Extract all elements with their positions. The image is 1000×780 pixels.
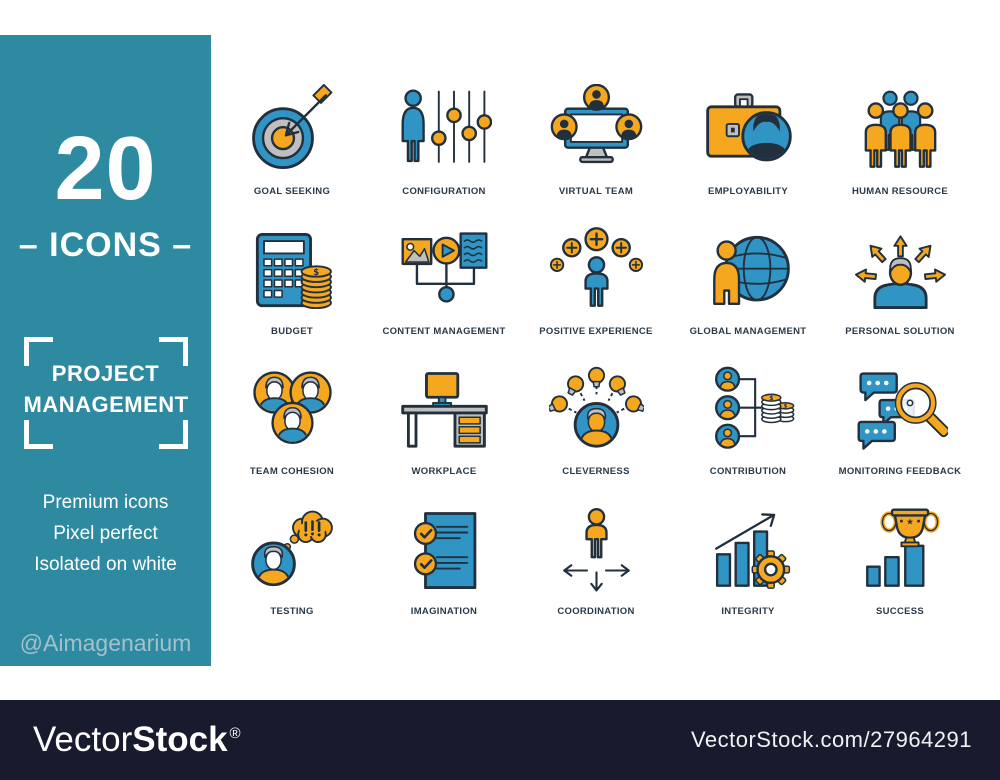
contribution-icon: $ $ [714, 366, 794, 449]
vectorstock-logo: VectorStock® [33, 720, 241, 760]
sidebar-panel: 20 – ICONS – PROJECT MANAGEMENT Premium … [0, 35, 211, 666]
icon-cell-virtual-team: VIRTUAL TEAM [520, 60, 672, 200]
icon-cell-budget: $ BUDGET [216, 200, 368, 340]
icon-grid: GOAL SEEKING CONFIGURATION [216, 60, 976, 620]
icon-label: VIRTUAL TEAM [558, 186, 634, 197]
svg-text:$: $ [769, 396, 773, 402]
icon-cell-workplace: WORKPLACE [368, 340, 520, 480]
positive-experience-icon [549, 227, 643, 307]
icon-cell-coordination: COORDINATION [520, 480, 672, 620]
monitoring-feedback-icon [857, 372, 948, 450]
icon-label: EMPLOYABILITY [707, 186, 789, 197]
icon-label: POSITIVE EXPERIENCE [539, 326, 653, 337]
icon-label: CONFIGURATION [402, 186, 486, 197]
human-resource-icon [864, 90, 936, 168]
icon-cell-goal-seeking: GOAL SEEKING [216, 60, 368, 200]
coordination-icon [562, 508, 630, 592]
icon-cell-imagination: IMAGINATION [368, 480, 520, 620]
icon-cell-human-resource: HUMAN RESOURCE [824, 60, 976, 200]
bracket-corner-icon [158, 420, 188, 449]
icon-label: COORDINATION [557, 606, 635, 617]
icon-label: CONTRIBUTION [709, 466, 787, 477]
budget-icon: $ [255, 233, 332, 310]
content-management-icon [401, 232, 487, 303]
icon-label: TEAM COHESION [249, 466, 335, 477]
global-management-icon [712, 235, 790, 305]
icon-label: BUDGET [271, 326, 313, 337]
bracket-corner-icon [23, 337, 53, 366]
pack-title-line1: PROJECT [51, 361, 160, 386]
success-icon: ★ [865, 508, 940, 587]
bracket-corner-icon [23, 420, 53, 449]
employability-icon [705, 93, 792, 162]
bracket-corner-icon [158, 337, 188, 366]
workplace-icon [400, 372, 488, 448]
svg-text:★: ★ [906, 517, 914, 527]
goal-seeking-icon [251, 84, 332, 170]
image-credit-url: VectorStock.com/27964291 [690, 727, 972, 752]
icon-label: IMAGINATION [410, 606, 478, 617]
icon-label: GOAL SEEKING [253, 186, 331, 197]
cleverness-icon [548, 366, 644, 448]
logo-text-bold: Stock [132, 720, 228, 759]
title-frame: PROJECT MANAGEMENT [23, 337, 189, 449]
feature-item: Isolated on white [34, 554, 177, 575]
logo-text-light: Vector [33, 720, 133, 759]
icon-label: TESTING [270, 606, 314, 617]
personal-solution-icon [853, 235, 947, 310]
icon-label: CLEVERNESS [562, 466, 630, 477]
icon-cell-contribution: $ $ CONTRIBUTION [672, 340, 824, 480]
icon-label: CONTENT MANAGEMENT [382, 326, 506, 337]
icon-label: HUMAN RESOURCE [851, 186, 949, 197]
svg-text:$: $ [783, 404, 787, 410]
icon-cell-integrity: INTEGRITY [672, 480, 824, 620]
icon-cell-monitoring-feedback: MONITORING FEEDBACK [824, 340, 976, 480]
pack-title-line2: MANAGEMENT [23, 392, 189, 417]
icon-cell-positive-experience: POSITIVE EXPERIENCE [520, 200, 672, 340]
icon-count-caption: – ICONS – [18, 226, 193, 264]
icon-label: MONITORING FEEDBACK [838, 466, 962, 477]
author-handle: @Aimagenarium [19, 630, 192, 656]
icon-cell-cleverness: CLEVERNESS [520, 340, 672, 480]
icon-label: PERSONAL SOLUTION [845, 326, 955, 337]
icon-cell-testing: TESTING [216, 480, 368, 620]
feature-item: Pixel perfect [53, 523, 158, 544]
icon-cell-content-management: CONTENT MANAGEMENT [368, 200, 520, 340]
feature-item: Premium icons [42, 492, 169, 513]
icon-cell-configuration: CONFIGURATION [368, 60, 520, 200]
icon-count: 20 [54, 119, 157, 219]
icon-cell-employability: EMPLOYABILITY [672, 60, 824, 200]
testing-icon [250, 510, 333, 587]
icon-label: SUCCESS [875, 606, 925, 617]
imagination-icon [413, 512, 476, 590]
icon-cell-global-management: GLOBAL MANAGEMENT [672, 200, 824, 340]
integrity-icon [714, 513, 790, 589]
configuration-icon [401, 89, 492, 163]
feature-list: Premium icons Pixel perfect Isolated on … [0, 487, 211, 580]
svg-text:$: $ [313, 268, 319, 278]
icon-label: WORKPLACE [411, 466, 477, 477]
icon-cell-team-cohesion: TEAM COHESION [216, 340, 368, 480]
team-cohesion-icon [252, 371, 332, 445]
icon-cell-success: ★ SUCCESS [824, 480, 976, 620]
icon-label: GLOBAL MANAGEMENT [689, 326, 807, 337]
icon-label: INTEGRITY [721, 606, 775, 617]
virtual-team-icon [550, 84, 642, 164]
icon-cell-personal-solution: PERSONAL SOLUTION [824, 200, 976, 340]
watermark-footer-bar: VectorStock® VectorStock.com/27964291 [0, 700, 1000, 780]
registered-mark: ® [229, 725, 241, 742]
